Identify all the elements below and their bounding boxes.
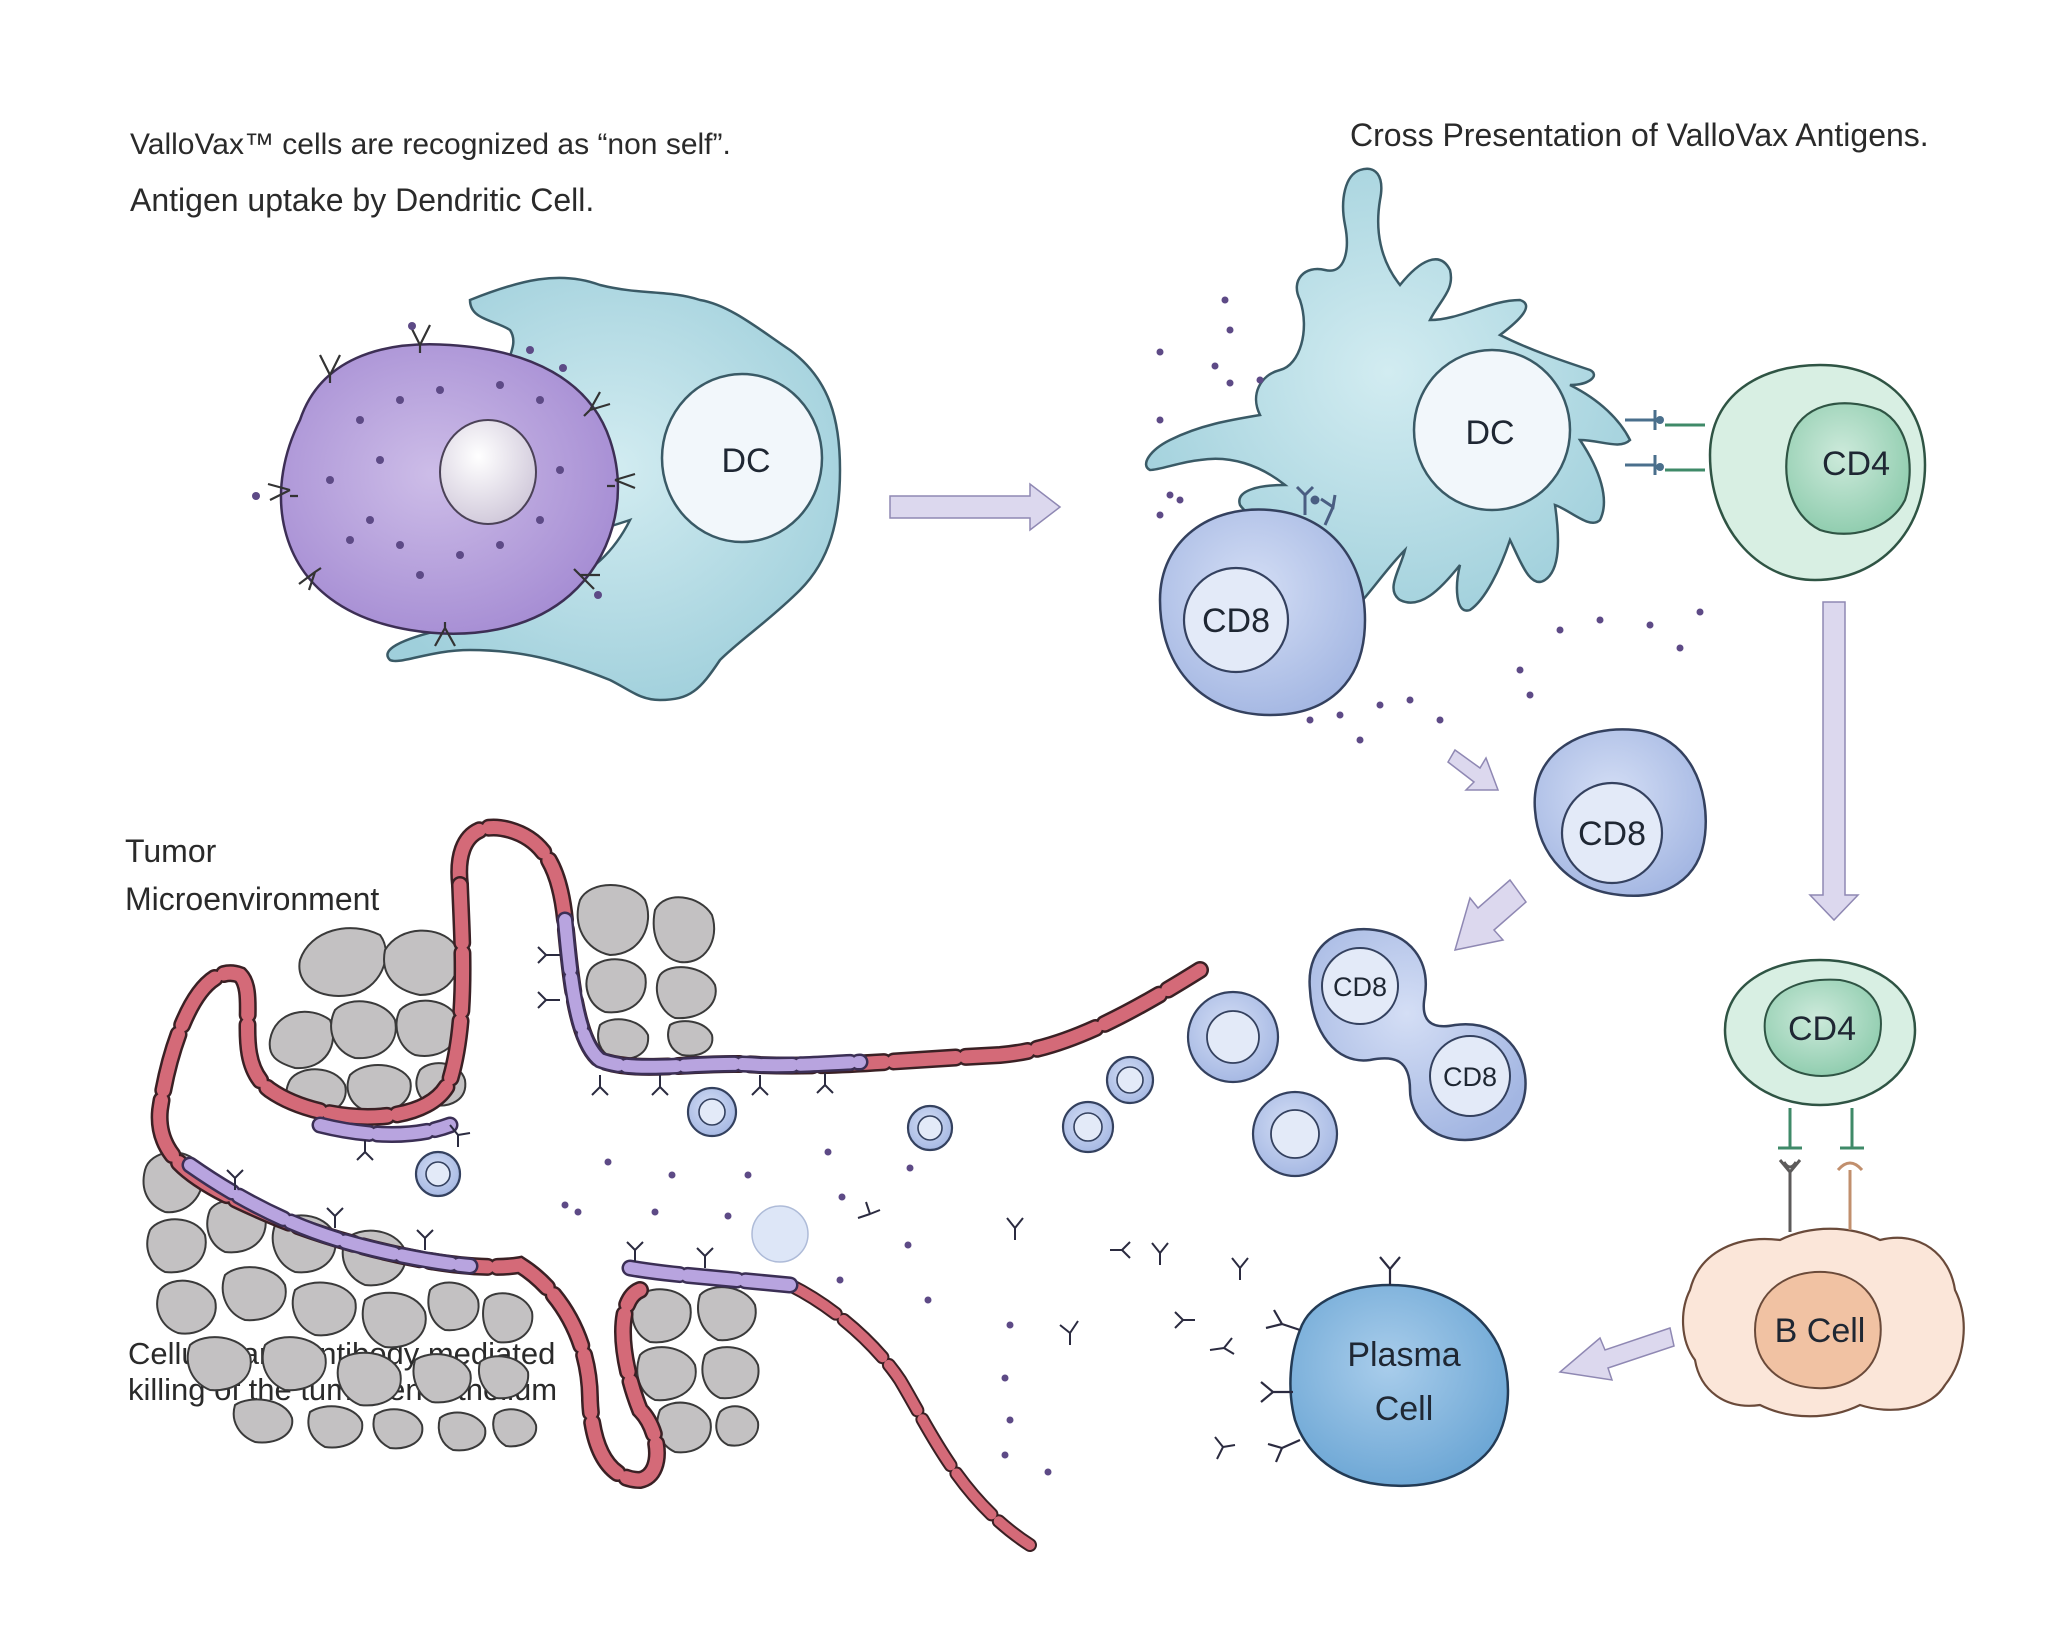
tumor-cell-cluster-lower-left: [142, 1151, 538, 1452]
uptake-caption-line1: ValloVax™ cells are recognized as “non s…: [130, 128, 731, 161]
cd4-helper-label: CD4: [1788, 1010, 1856, 1048]
dc-uptake-label: DC: [721, 442, 770, 480]
cd4-b-cell-receptors: [1778, 1108, 1864, 1232]
cd4-cross-label: CD4: [1822, 445, 1890, 483]
cd4-cross-nucleus: [1785, 402, 1911, 535]
cd8-migrating: CD8: [1533, 728, 1707, 897]
cd8-cross-label: CD8: [1202, 602, 1270, 640]
tumor-microenvironment: [142, 818, 1209, 1552]
free-antigen-dots-cross: [1156, 296, 1704, 744]
cd8-cross-nucleus: [1182, 566, 1290, 674]
cd8-dividing-label-bottom: CD8: [1443, 1062, 1497, 1092]
plasma-cell-label-line2: Cell: [1375, 1390, 1434, 1428]
vallovax-nucleus: [439, 419, 537, 525]
cd8-dividing-nucleus-top: [1321, 947, 1399, 1025]
arrow-to-plasma-cell: [1558, 1327, 1675, 1381]
cd8-dividing-label-top: CD8: [1333, 972, 1387, 1002]
free-antigen-dots-lower: [561, 1148, 1052, 1476]
mhc-tcr-complex-cd4: [1625, 410, 1705, 475]
cd4-helper-nucleus: [1763, 978, 1882, 1077]
plasma-cell-label-line1: Plasma: [1347, 1336, 1460, 1374]
vessel-wall-outline-lower: [783, 1278, 1037, 1552]
cd8-migrating-nucleus: [1560, 781, 1664, 885]
endothelial-apoptotic-body: [751, 1205, 809, 1263]
arrow-to-cd8-migrating: [1447, 748, 1500, 791]
free-antigen-dots-uptake: [252, 322, 602, 599]
tumor-cell-cluster-lower-right: [631, 1286, 760, 1454]
arrow-to-cd8-dividing: [1453, 878, 1528, 951]
cross-presentation-panel: DC CD8 CD4: [1144, 167, 1927, 744]
arrow-cd4-down: [1808, 601, 1860, 922]
tumor-caption-line2: Microenvironment: [125, 881, 379, 917]
cd4-b-cell-interaction: B Cell CD4: [1681, 958, 1965, 1418]
plasma-cell-group: Plasma Cell: [1260, 1256, 1510, 1488]
dendritic-cell-uptake-nucleus: [660, 372, 824, 544]
vallovax-surface-antibodies: [267, 324, 636, 647]
tumor-caption-line1: Tumor: [125, 833, 217, 869]
cd8-effector-cells: [414, 990, 1339, 1198]
antigen-uptake-panel: DC: [252, 276, 842, 702]
uptake-caption-line2: Antigen uptake by Dendritic Cell.: [130, 182, 594, 218]
cd8-dividing-nucleus-bottom: [1429, 1035, 1511, 1117]
endothelium-bound-antibodies: [226, 946, 834, 1268]
tumor-cell-cluster-upper-right: [576, 884, 717, 1060]
cross-presentation-caption: Cross Presentation of ValloVax Antigens.: [1350, 117, 1929, 153]
vallovax-granules: [326, 381, 564, 579]
dendritic-cell-cross-nucleus: [1412, 348, 1572, 512]
tumor-endothelium: [181, 911, 869, 1294]
arrow-to-cross-presentation: [889, 482, 1062, 532]
b-cell-label: B Cell: [1775, 1312, 1866, 1350]
mhc-tcr-complex-cd8: [1295, 485, 1337, 526]
free-antibodies: [857, 1201, 1249, 1460]
cd8-dividing: CD8 CD8: [1308, 927, 1527, 1142]
dc-cross-label: DC: [1465, 414, 1514, 452]
plasma-cell-surface-antibodies: [1260, 1256, 1401, 1463]
plasma-cell: [1289, 1283, 1510, 1488]
b-cell-nucleus: [1753, 1270, 1882, 1390]
cd8-migrating-label: CD8: [1578, 815, 1646, 853]
